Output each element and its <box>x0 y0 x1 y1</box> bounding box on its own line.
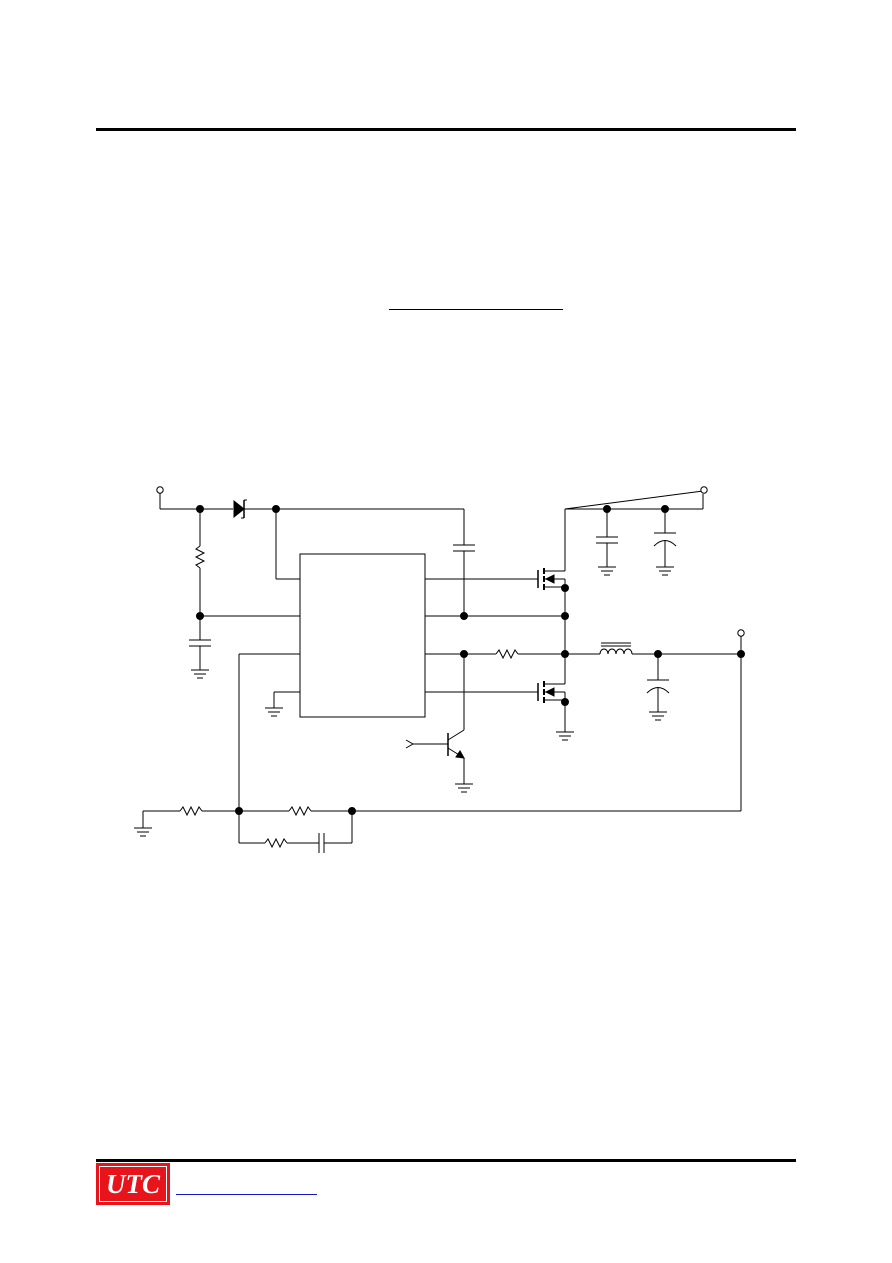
input-terminal <box>157 487 233 509</box>
low-side-mosfet <box>538 654 565 732</box>
section-title-underline <box>389 309 563 310</box>
bootstrap-capacitor <box>453 509 475 616</box>
footer-link[interactable] <box>176 1194 317 1195</box>
input-resistor <box>196 509 204 616</box>
bootstrap-diode <box>233 500 464 518</box>
input-bulk-capacitor <box>654 509 676 575</box>
ground-symbol <box>556 732 574 740</box>
sense-resistor <box>496 650 565 658</box>
ground-symbol <box>191 670 209 678</box>
logo-text: UTC <box>106 1168 160 1199</box>
output-inductor <box>565 643 741 654</box>
feedback-network <box>134 807 741 853</box>
controller-ic <box>300 554 425 717</box>
logo-border <box>99 1166 167 1202</box>
junction-dot <box>562 699 569 706</box>
junction-dot <box>349 808 356 815</box>
vcc-capacitor <box>189 616 211 670</box>
power-input-rail <box>565 487 707 509</box>
ic-ground <box>265 692 300 716</box>
junction-dot <box>236 808 243 815</box>
junction-dot <box>562 613 569 620</box>
output-capacitor <box>647 654 669 720</box>
feedback-wire <box>239 654 300 811</box>
shutdown-transistor <box>406 654 473 792</box>
high-side-mosfet <box>538 509 565 654</box>
utc-logo: UTC <box>96 1163 170 1205</box>
output-terminal <box>738 630 744 811</box>
junction-dot <box>562 585 569 592</box>
input-capacitor <box>596 509 618 575</box>
header-rule <box>96 128 796 131</box>
footer-rule <box>96 1159 796 1162</box>
junction-dot <box>738 651 745 658</box>
